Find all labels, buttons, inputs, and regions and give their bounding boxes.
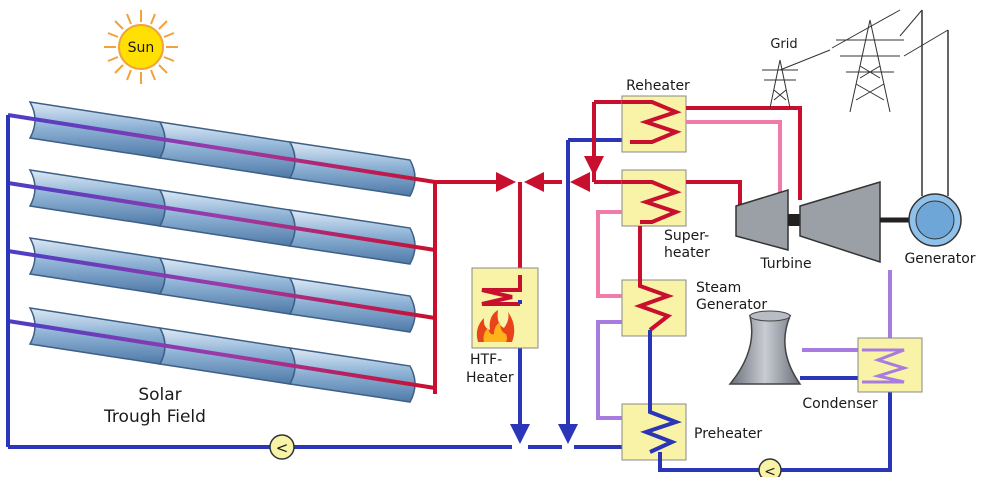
superheater-label-line1: Super-: [664, 228, 709, 244]
superheater: [621, 169, 687, 227]
steam-generator-label-line2: Generator: [696, 297, 767, 313]
steam-generator: [621, 226, 687, 337]
htf-pump-icon: [269, 434, 295, 460]
condenser: [857, 337, 923, 393]
htf-heater-label-line1: HTF-: [470, 352, 502, 368]
feedwater-pump-symbol: <: [764, 464, 776, 477]
power-tower-icon: [762, 9, 949, 113]
turbine: [735, 180, 912, 264]
superheater-label-line2: heater: [664, 245, 710, 261]
turbine-label: Turbine: [759, 256, 811, 272]
solar-field-label-line1: Solar: [138, 385, 181, 405]
solar-field-label-line2: Trough Field: [103, 407, 206, 427]
solar-trough-field: [7, 101, 436, 403]
htf-heater-label-line2: Heater: [466, 370, 514, 386]
sun-icon: [104, 10, 178, 84]
condenser-label: Condenser: [802, 396, 877, 412]
reheater-label: Reheater: [626, 78, 690, 94]
generator: [908, 10, 962, 247]
sun-label: Sun: [128, 40, 155, 56]
htf-pump-symbol: <: [276, 439, 289, 457]
cooling-water-loop: [800, 348, 862, 380]
preheater: [621, 330, 687, 461]
steam-generator-label-line1: Steam: [696, 280, 741, 296]
preheater-label: Preheater: [694, 426, 762, 442]
cold-htf-return: [6, 115, 630, 449]
reheater: [621, 95, 687, 153]
hot-htf-to-heat-exchangers: [584, 100, 622, 184]
grid-label: Grid: [770, 37, 797, 52]
feedwater-pump-icon: [758, 458, 782, 477]
flame-icon: [476, 310, 515, 342]
cooling-tower-icon: [728, 310, 802, 385]
generator-label: Generator: [904, 251, 975, 267]
